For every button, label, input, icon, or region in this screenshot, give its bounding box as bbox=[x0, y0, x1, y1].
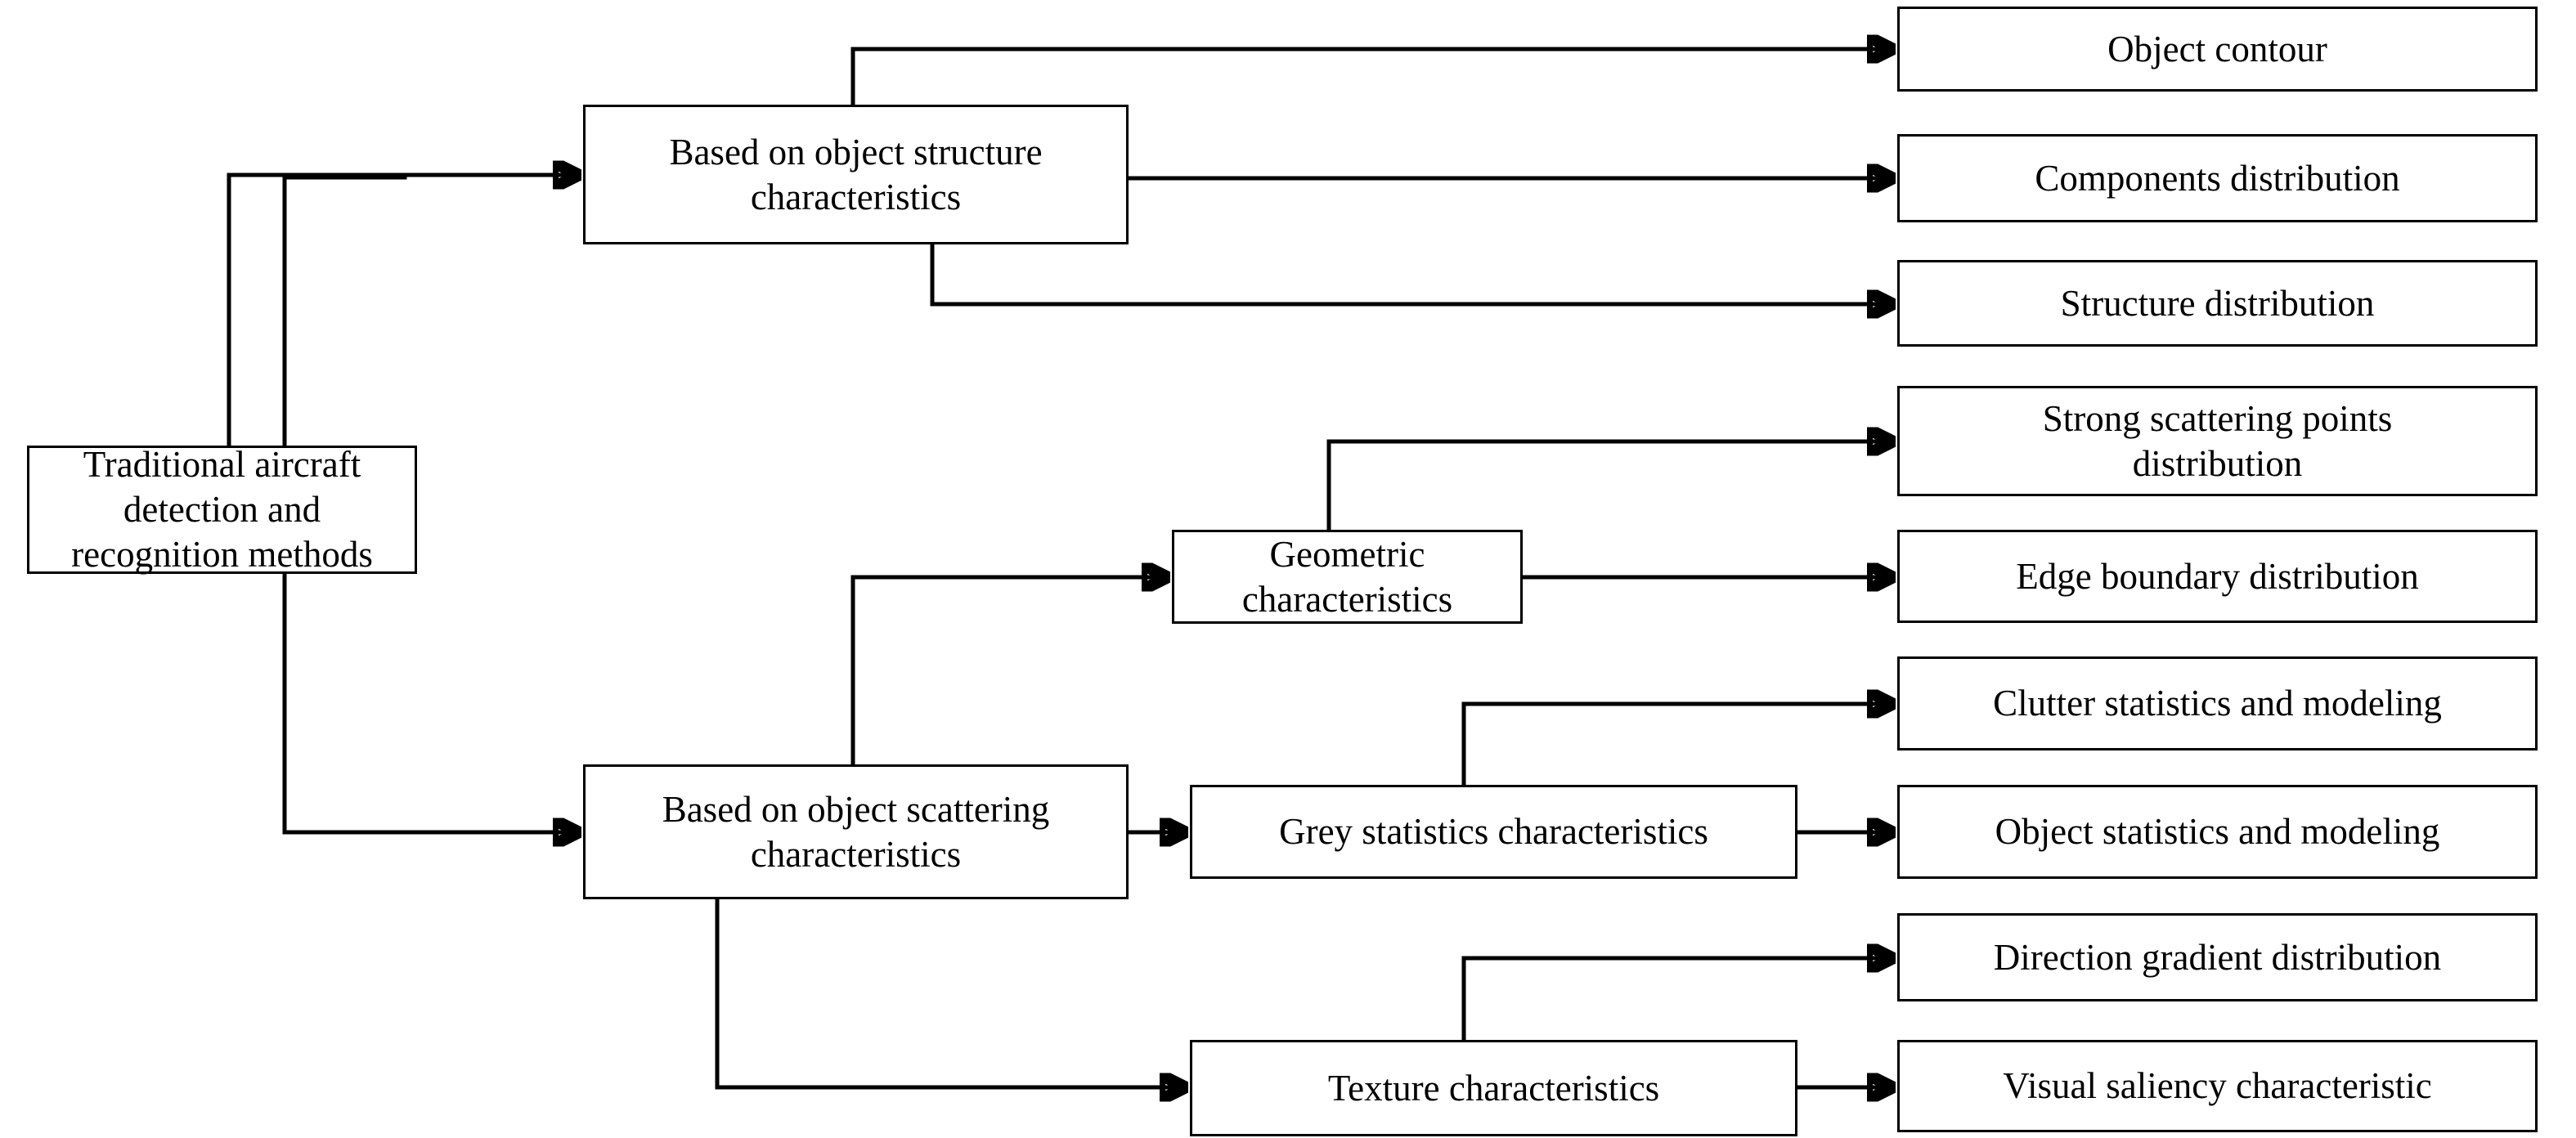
node-edge-boundary[interactable]: Edge boundary distribution bbox=[1897, 530, 2538, 623]
node-object-statistics[interactable]: Object statistics and modeling bbox=[1897, 785, 2538, 879]
node-components-distribution-label: Components distribution bbox=[2035, 157, 2400, 199]
edge-geometric-to-strong-scattering bbox=[1326, 441, 1891, 530]
node-texture-label: Texture characteristics bbox=[1327, 1067, 1660, 1109]
node-scattering-branch-label: Based on object scattering characteristi… bbox=[662, 788, 1050, 875]
node-clutter-statistics[interactable]: Clutter statistics and modeling bbox=[1897, 656, 2538, 750]
node-root[interactable]: Traditional aircraft detection and recog… bbox=[27, 444, 417, 575]
edge-grey-to-clutter bbox=[1461, 704, 1891, 785]
edge-structure-to-structure-dist bbox=[930, 244, 1891, 304]
node-grey-statistics[interactable]: Grey statistics characteristics bbox=[1190, 785, 1797, 879]
node-strong-scattering-points[interactable]: Strong scattering points distribution bbox=[1897, 386, 2538, 496]
node-structure-distribution[interactable]: Structure distribution bbox=[1897, 260, 2538, 347]
edge-root-to-structure bbox=[282, 175, 407, 446]
node-direction-gradient-label: Direction gradient distribution bbox=[1993, 936, 2442, 978]
node-geometric-label: Geometric characteristics bbox=[1241, 533, 1453, 620]
node-clutter-statistics-label: Clutter statistics and modeling bbox=[1993, 683, 2442, 724]
node-components-distribution[interactable]: Components distribution bbox=[1897, 134, 2538, 222]
edge-texture-to-direction-gradient bbox=[1461, 958, 1891, 1040]
node-edge-boundary-label: Edge boundary distribution bbox=[2016, 555, 2419, 597]
node-grey-statistics-label: Grey statistics characteristics bbox=[1279, 811, 1708, 853]
node-visual-saliency[interactable]: Visual saliency characteristic bbox=[1897, 1040, 2538, 1132]
node-object-contour-label: Object contour bbox=[2107, 28, 2327, 69]
edge-scattering-to-geometric bbox=[850, 577, 1165, 764]
node-object-statistics-label: Object statistics and modeling bbox=[1995, 811, 2440, 853]
node-structure-distribution-label: Structure distribution bbox=[2060, 282, 2375, 324]
edge-structure-to-object-contour bbox=[850, 49, 1891, 105]
node-direction-gradient[interactable]: Direction gradient distribution bbox=[1897, 913, 2538, 1001]
node-texture[interactable]: Texture characteristics bbox=[1190, 1040, 1797, 1136]
edge-root-to-structure-b bbox=[227, 175, 577, 446]
edge-scattering-to-texture bbox=[715, 899, 1183, 1087]
node-structure-branch[interactable]: Based on object structure characteristic… bbox=[583, 105, 1129, 244]
node-visual-saliency-label: Visual saliency characteristic bbox=[2003, 1065, 2432, 1107]
node-object-contour[interactable]: Object contour bbox=[1897, 7, 2538, 92]
node-structure-branch-label: Based on object structure characteristic… bbox=[669, 131, 1043, 217]
node-geometric[interactable]: Geometric characteristics bbox=[1172, 530, 1523, 624]
edge-root-to-scattering bbox=[282, 574, 577, 832]
node-strong-scattering-points-label: Strong scattering points distribution bbox=[2042, 397, 2393, 484]
node-root-label: Traditional aircraft detection and recog… bbox=[71, 444, 373, 575]
node-scattering-branch[interactable]: Based on object scattering characteristi… bbox=[583, 764, 1129, 899]
